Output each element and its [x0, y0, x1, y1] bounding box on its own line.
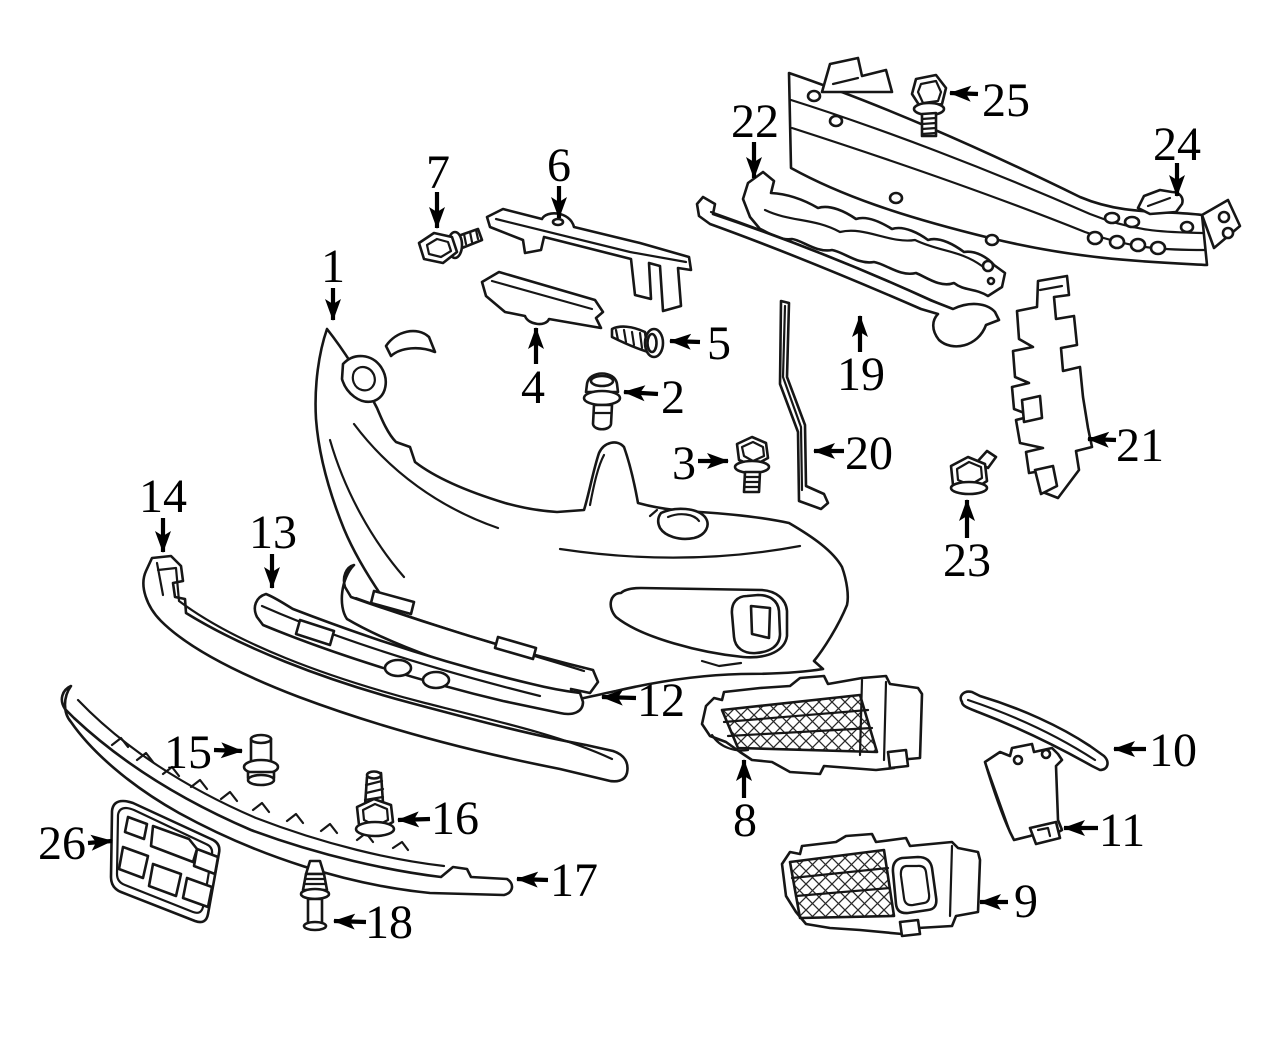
callout-16-arrow	[397, 811, 431, 828]
callout-2-arrow	[623, 385, 659, 402]
callout-label-19: 19	[837, 348, 885, 401]
stud-bolt-16	[354, 770, 396, 838]
energy-absorber-22	[741, 170, 1007, 298]
callout-12-arrow	[601, 689, 637, 706]
callout-label-3: 3	[672, 437, 696, 490]
callout-label-9: 9	[1014, 875, 1038, 928]
callout-5-arrow	[669, 333, 701, 350]
license-plate-bracket-26	[109, 799, 221, 924]
callout-label-11: 11	[1099, 804, 1145, 857]
callout-label-25: 25	[982, 74, 1030, 127]
push-rivet-18	[299, 859, 331, 932]
tapping-screw-5	[610, 325, 665, 359]
callout-label-14: 14	[139, 470, 187, 523]
bumper-cover	[314, 327, 850, 708]
callout-label-5: 5	[707, 317, 731, 370]
callout-label-20: 20	[845, 427, 893, 480]
callout-label-23: 23	[943, 534, 991, 587]
lower-grille-garnish-12	[340, 563, 600, 701]
upper-support-beam-19	[695, 195, 1001, 348]
flange-bolt-25	[910, 73, 948, 138]
callout-label-24: 24	[1153, 118, 1201, 171]
callout-17-arrow	[516, 871, 549, 888]
fog-light-bracket-11	[983, 742, 1064, 846]
callout-18-arrow	[333, 913, 367, 930]
side-spacer-bracket-21	[1010, 274, 1094, 500]
callout-label-15: 15	[164, 726, 212, 779]
callout-label-4: 4	[521, 361, 545, 414]
callout-labels: 1 2 3 4 5 6 7 8 9 10 11 12 13 14 15 16 1…	[38, 74, 1201, 949]
clip-grommet-2	[582, 372, 622, 431]
bumper-reinforcement-beam	[787, 56, 1242, 267]
callout-arrows	[87, 85, 1185, 930]
callout-label-17: 17	[550, 854, 598, 907]
callout-label-26: 26	[38, 817, 86, 870]
callout-label-16: 16	[431, 792, 479, 845]
fog-light-garnish-8	[700, 674, 924, 776]
flange-bolt-3	[733, 435, 771, 494]
callout-26-arrow	[87, 834, 113, 851]
callout-label-13: 13	[249, 506, 297, 559]
lower-center-trim-13	[253, 592, 585, 716]
lower-molding-14	[142, 554, 629, 783]
center-lower-slat-4	[480, 270, 605, 330]
callout-label-7: 7	[426, 146, 450, 199]
upper-beam-bracket-6	[485, 207, 693, 313]
callout-label-1: 1	[321, 240, 345, 293]
fog-light-assembly-9	[780, 832, 982, 938]
callout-label-6: 6	[547, 139, 571, 192]
flange-bolt-23	[949, 449, 998, 496]
callout-label-12: 12	[637, 674, 685, 727]
callout-label-8: 8	[733, 794, 757, 847]
callout-label-10: 10	[1149, 724, 1197, 777]
flange-bolt-7	[417, 227, 484, 265]
callout-25-arrow	[949, 85, 979, 102]
callout-label-2: 2	[661, 371, 685, 424]
callout-label-18: 18	[365, 896, 413, 949]
side-seal-strip-20	[778, 299, 830, 511]
side-trim-strip-10	[959, 690, 1109, 772]
push-clip-15	[242, 733, 280, 787]
callout-15-arrow	[213, 742, 243, 759]
callout-label-22: 22	[731, 95, 779, 148]
callout-21-arrow	[1087, 431, 1117, 448]
callout-label-21: 21	[1116, 419, 1164, 472]
